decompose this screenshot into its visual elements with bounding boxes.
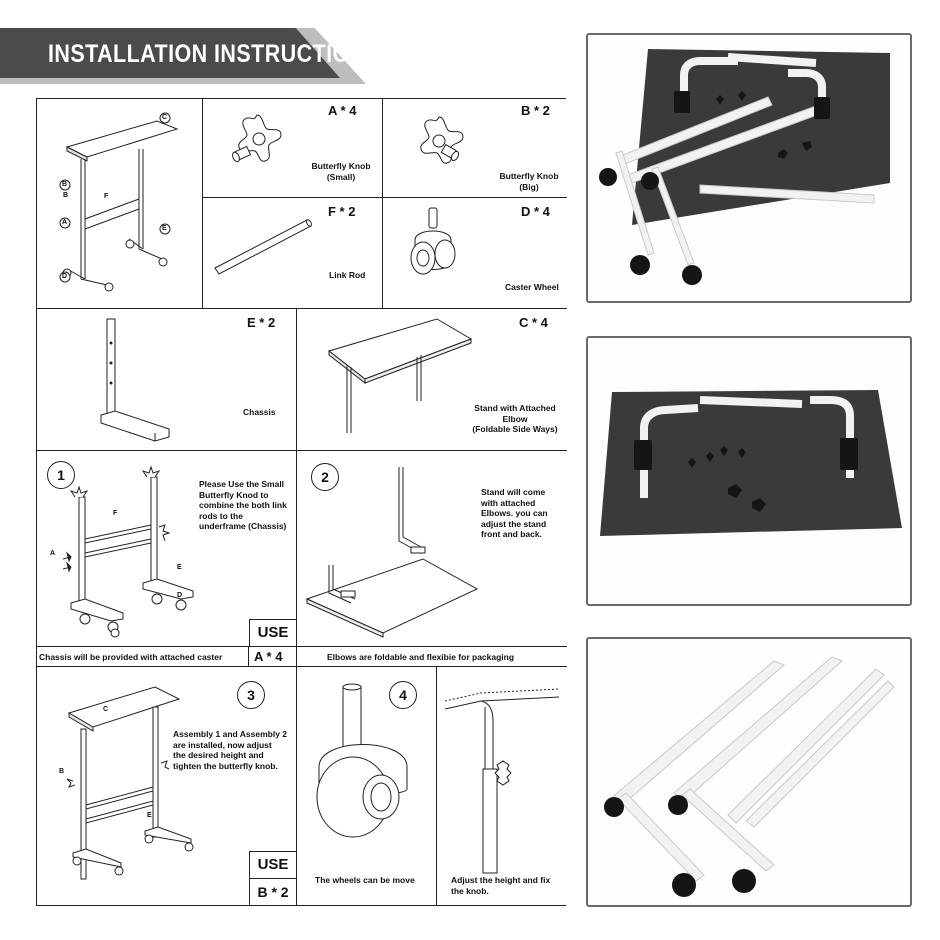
photo-panel-1 — [586, 33, 912, 303]
step1-use-value: A * 4 — [254, 649, 283, 664]
step3-assembly-drawing — [61, 677, 211, 877]
step1-label-a: A — [50, 550, 56, 557]
part-e-name: Chassis — [243, 407, 276, 417]
step3-use-value: B * 2 — [257, 884, 289, 900]
part-a-code: A * 4 — [328, 103, 357, 118]
step1-use-box: USE — [249, 619, 297, 647]
step1-label-d: D — [177, 592, 183, 599]
step2-instructions: Stand will come with attached Elbows. yo… — [481, 487, 548, 539]
stand-with-elbow-drawing — [321, 317, 481, 437]
height-knob-closeup-drawing — [441, 673, 565, 873]
step2-cell: 2 Stand will come with attached Elbows. … — [297, 451, 567, 647]
part-b-code: B * 2 — [521, 103, 550, 118]
step4-number: 4 — [389, 681, 417, 709]
step1-number: 1 — [47, 461, 75, 489]
step4-wheel-cell: 4 The wheels can be move — [297, 667, 437, 905]
step1-use-label: USE — [257, 624, 289, 641]
kit-photo-1 — [599, 49, 890, 285]
part-c-code: C * 4 — [519, 315, 548, 330]
step3-label-b: B — [59, 768, 65, 775]
overview-label-a: A — [62, 219, 68, 226]
part-c-name: Stand with Attached Elbow (Foldable Side… — [472, 403, 558, 434]
link-rod-icon — [209, 216, 319, 286]
part-d-name: Caster Wheel — [505, 282, 559, 292]
step1-use-value-cell: A * 4 — [249, 647, 297, 667]
overview-label-c: C — [162, 114, 168, 121]
part-f-name: Link Rod — [329, 270, 366, 280]
part-c-cell: C * 4 Stand with Attached Elbow (Foldabl… — [297, 309, 567, 451]
step2-number: 2 — [311, 463, 339, 491]
step3-instructions: Assembly 1 and Assembly 2 are installed,… — [173, 729, 288, 771]
step1-label-e: E — [177, 564, 182, 571]
part-e-cell: E * 2 Chassis — [37, 309, 297, 451]
step1-chassis-assembly-drawing — [41, 467, 201, 645]
kit-photo-2 — [600, 390, 902, 536]
overview-label-b2: B — [63, 192, 69, 199]
photo-panel-3 — [586, 637, 912, 907]
butterfly-knob-big-icon — [409, 111, 469, 171]
part-f-code: F * 2 — [328, 204, 356, 219]
overview-label-d: D — [62, 273, 68, 280]
part-f-cell: F * 2 Link Rod — [203, 198, 383, 309]
photo-panel-2 — [586, 336, 912, 606]
part-a-name: Butterfly Knob (Small) — [311, 161, 371, 182]
step1-cell: 1 A F E D Please Use the Small — [37, 451, 297, 647]
step3-use-box: USE B * 2 — [249, 851, 297, 905]
butterfly-knob-small-icon — [227, 109, 287, 169]
table-overview-drawing — [37, 99, 203, 309]
step2-caption: Elbows are foldable and flexibie for pac… — [327, 652, 515, 662]
banner — [0, 28, 340, 78]
step1-instructions: Please Use the Small Butterfly Knod to c… — [199, 479, 287, 531]
instruction-grid: C B B F A E D A * 4 Butterfly Knob (Smal… — [36, 98, 567, 906]
step3-number: 3 — [237, 681, 265, 709]
overview-label-f: F — [104, 193, 109, 200]
part-d-code: D * 4 — [521, 204, 550, 219]
part-b-name: Butterfly Knob (Big) — [499, 171, 559, 192]
overview-label-e: E — [162, 225, 167, 232]
part-d-cell: D * 4 Caster Wheel — [383, 198, 567, 309]
overview-label-b1: B — [62, 181, 68, 188]
kit-photo-3 — [604, 656, 895, 897]
step2-caption-cell: Elbows are foldable and flexibie for pac… — [297, 647, 567, 667]
banner-title: INSTALLATION INSTRUCTION — [48, 40, 366, 68]
step3-label-e: E — [147, 812, 152, 819]
caster-wheel-icon — [405, 206, 465, 282]
step2-stand-elbow-drawing — [301, 465, 481, 635]
step3-use-label: USE — [250, 852, 296, 879]
part-e-code: E * 2 — [247, 315, 276, 330]
overview-cell: C B B F A E D — [37, 99, 203, 309]
step4-knob-cell: Adjust the height and fix the knob. — [437, 667, 567, 905]
step3-label-c: C — [103, 706, 109, 713]
step4-left-caption: The wheels can be move — [315, 875, 415, 885]
step1-label-f: F — [113, 510, 118, 517]
chassis-drawing — [93, 313, 183, 443]
step3-cell: 3 C B E Assembly 1 and Assembly 2 are in… — [37, 667, 297, 905]
wheel-closeup-drawing — [307, 685, 417, 845]
part-a-cell: A * 4 Butterfly Knob (Small) — [203, 99, 383, 198]
part-b-cell: B * 2 Butterfly Knob (Big) — [383, 99, 567, 198]
step4-right-caption: Adjust the height and fix the knob. — [451, 875, 551, 896]
step1-caption-cell: Chassis will be provided with attached c… — [37, 647, 249, 676]
